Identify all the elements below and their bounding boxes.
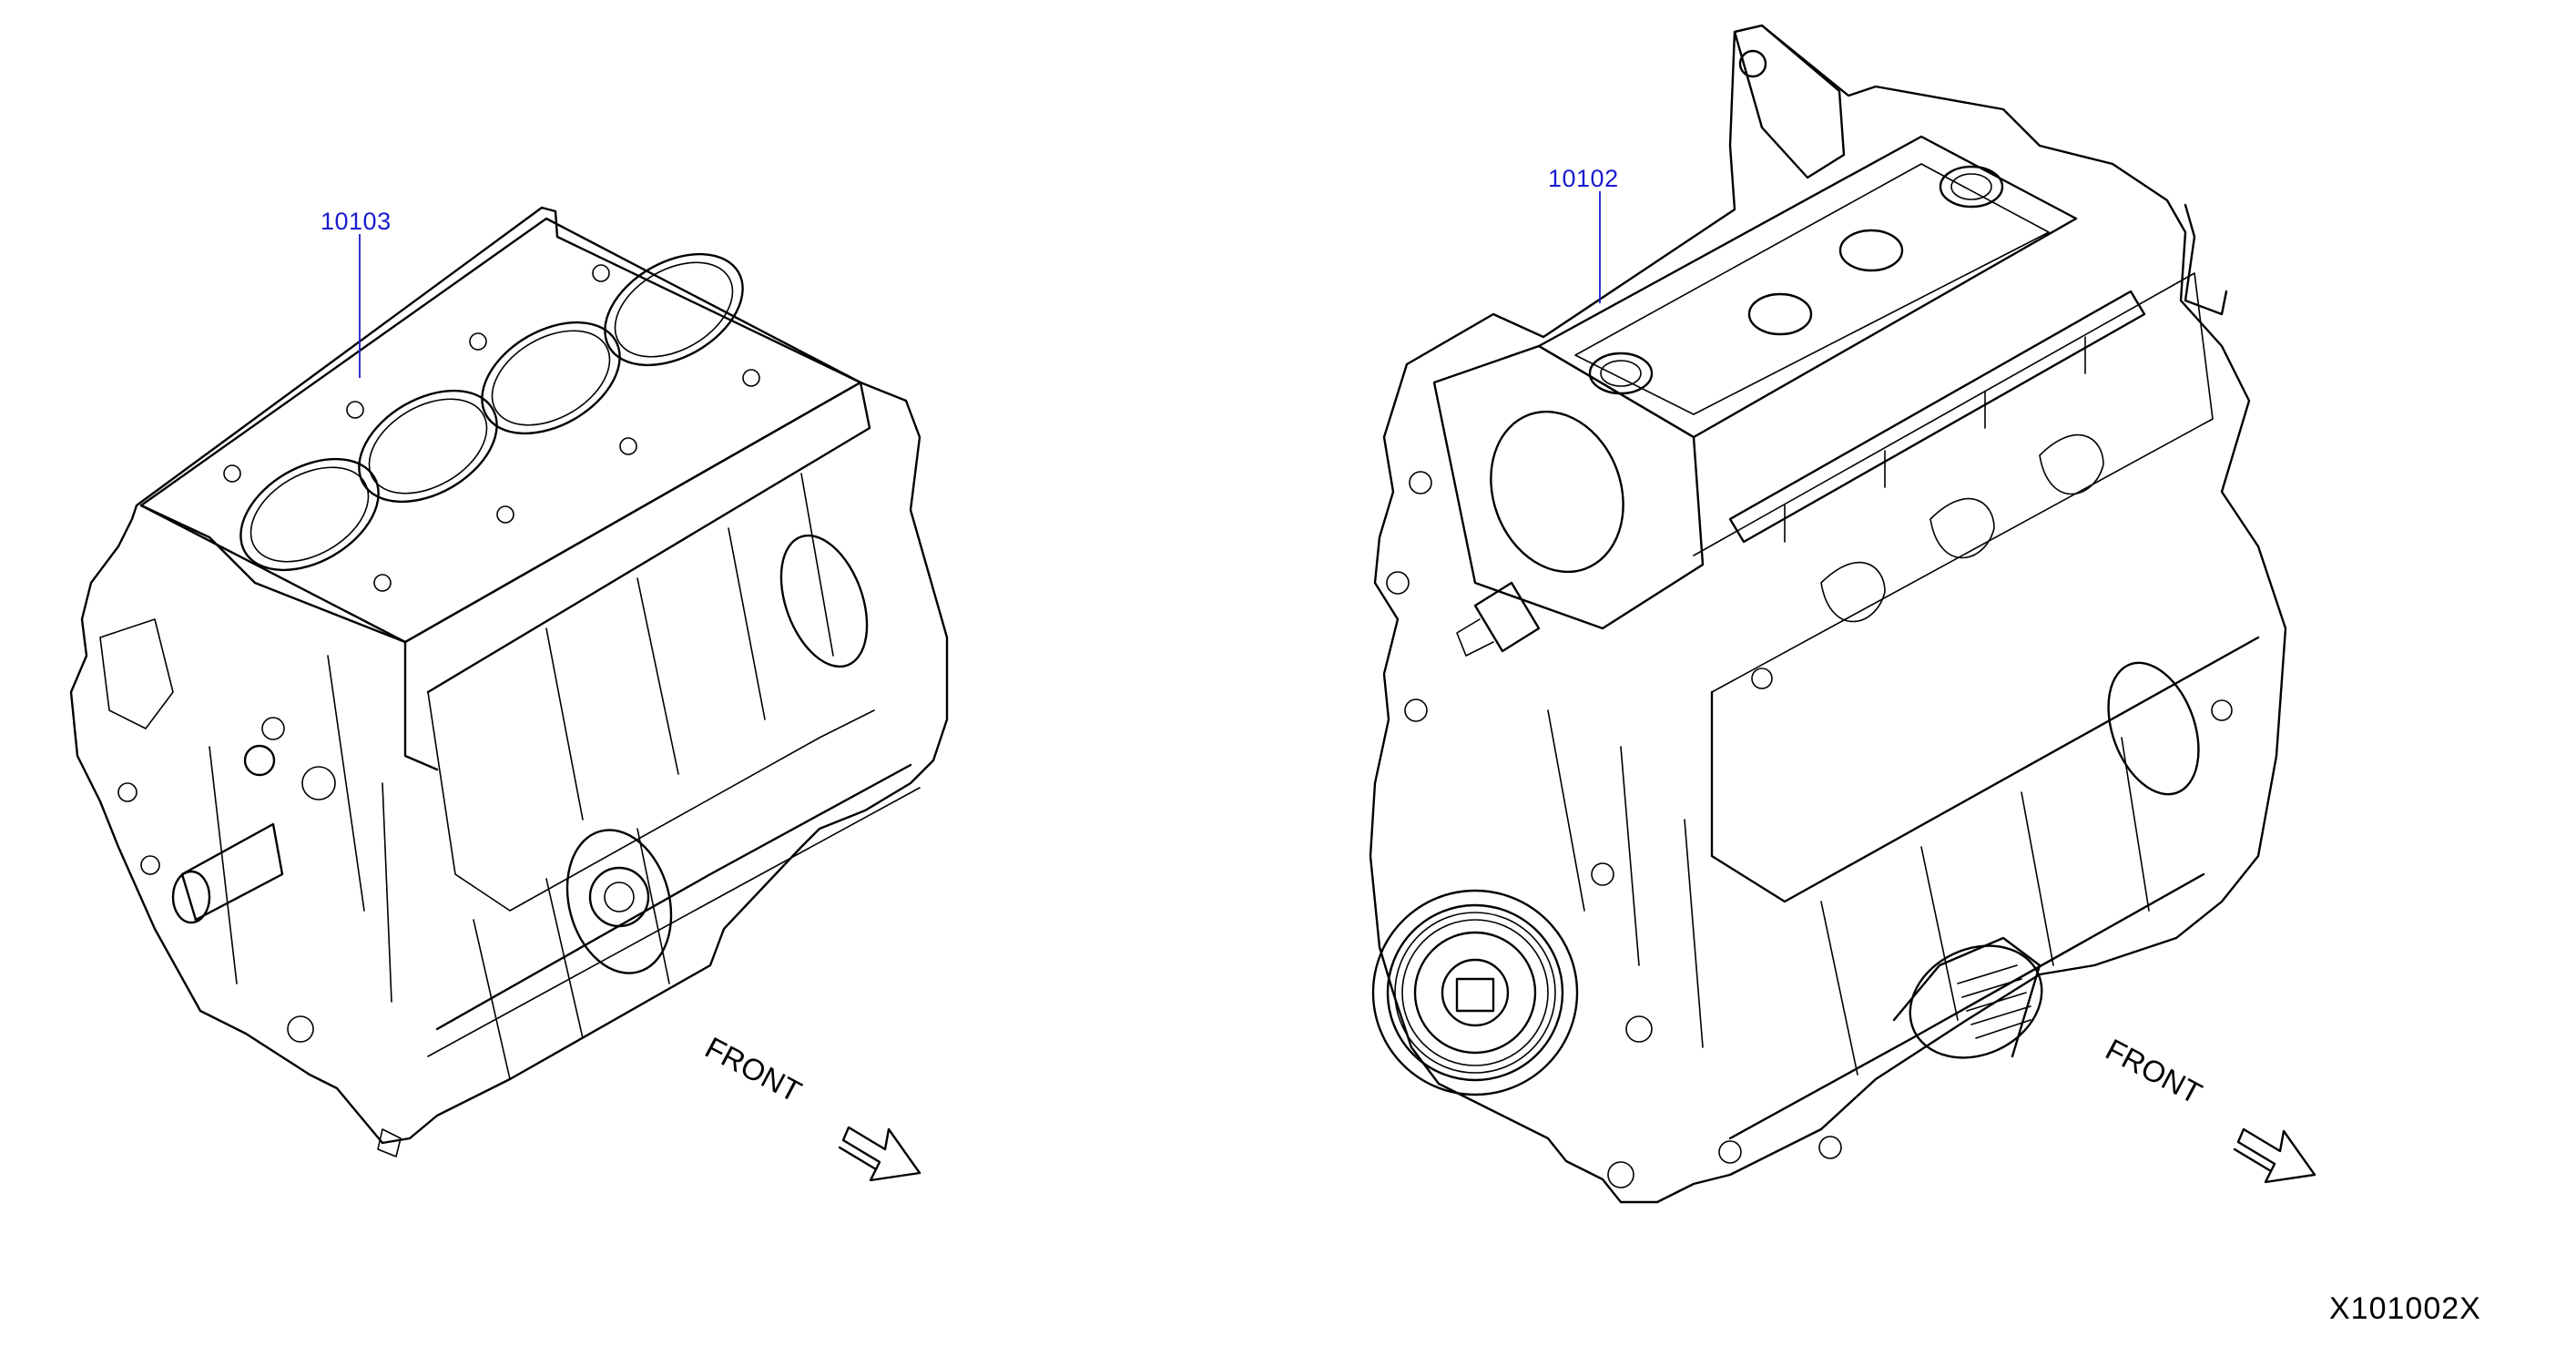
short-block-drawing[interactable] [69,206,949,1157]
part-label-short-block[interactable]: 10103 [321,208,392,235]
long-block-drawing[interactable] [1369,24,2287,1204]
part-label-long-block[interactable]: 10102 [1548,165,1619,192]
illustration-code: X101002X [2329,1291,2481,1326]
front-arrow-right-icon [2233,1127,2316,1184]
front-arrow-left-icon [838,1126,921,1182]
